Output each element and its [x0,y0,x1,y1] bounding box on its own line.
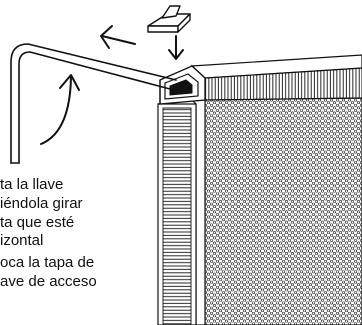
ribbed-side-column-inner [162,107,192,325]
left-arrow-icon [100,25,136,49]
instruction-line: ave de acceso [0,272,97,290]
instruction-line: ta la llave [0,176,64,193]
instruction-line: izontal [0,232,44,250]
down-arrow-icon [168,35,184,60]
curved-rotate-arrow-icon [40,74,80,145]
access-key-icon [10,43,177,164]
instruction-line: ta que esté [0,213,75,231]
access-cap-icon [147,5,191,33]
access-slot [159,65,206,105]
perforated-front-panel [204,97,362,325]
instruction-line: oca la tapa de [0,254,95,272]
appliance-housing [157,54,362,325]
instruction-line: iéndola girar [0,194,83,212]
instructions-text: ta la llave iéndola girar ta que esté iz… [0,176,160,292]
